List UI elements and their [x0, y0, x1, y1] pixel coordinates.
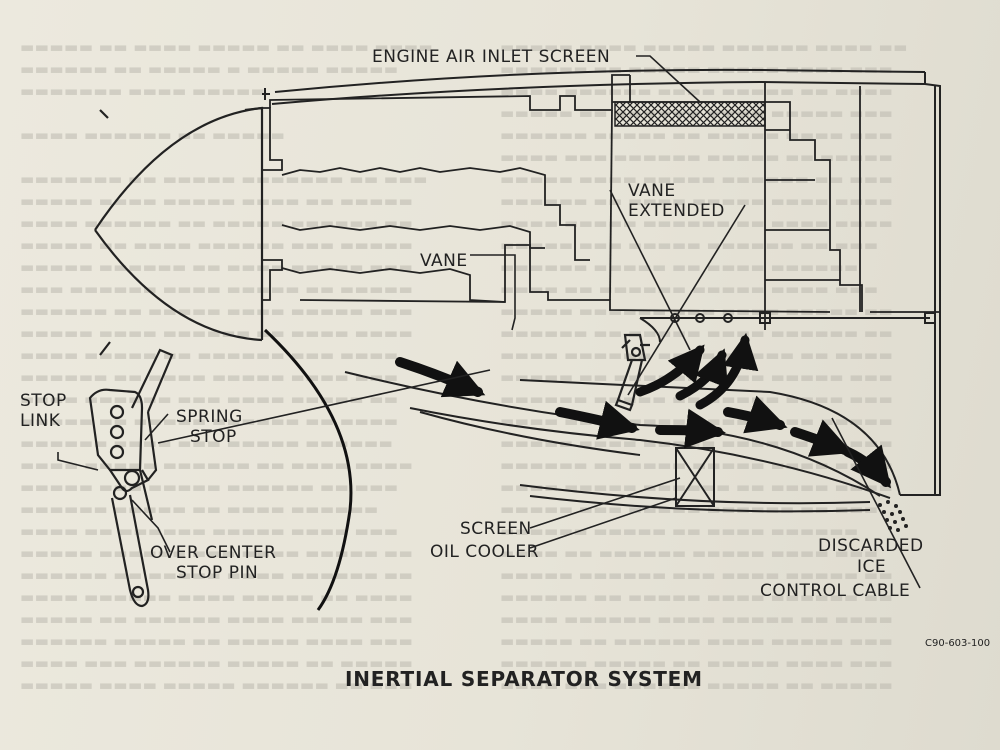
oil-cooler-box — [675, 447, 715, 507]
stop-link-assembly — [88, 348, 174, 608]
label-stop-link-line2: LINK — [20, 411, 61, 431]
figure-title: INERTIAL SEPARATOR SYSTEM — [345, 667, 703, 691]
left-ghost-column: ▬▬▬▬▬ ▬▬ ▬▬▬▬ ▬▬▬▬▬ ▬▬ ▬▬▬▬ ▬▬▬▬ ▬▬▬▬▬▬ … — [20, 38, 434, 694]
label-screen: SCREEN — [460, 519, 532, 539]
label-discarded-ice-line2: ICE — [857, 557, 886, 577]
cutaway-curve — [263, 328, 353, 611]
label-engine-air-inlet-screen: ENGINE AIR INLET SCREEN — [372, 47, 610, 67]
label-stop-link-line1: STOP — [20, 391, 67, 411]
control-cable — [639, 312, 936, 343]
vane-actuator — [614, 333, 650, 412]
leader-lines — [57, 55, 921, 589]
label-discarded-ice-line1: DISCARDED — [818, 536, 924, 556]
label-spring-stop-line1: SPRING — [176, 407, 243, 427]
label-vane: VANE — [420, 251, 468, 271]
label-oil-cooler: OIL COOLER — [430, 542, 539, 562]
rear-housing — [900, 83, 941, 496]
label-vane-extended-line1: VANE — [628, 181, 676, 201]
spinner — [94, 106, 264, 356]
figure-reference: C90-603-100 — [925, 638, 990, 649]
label-over-center-line2: STOP PIN — [176, 563, 258, 583]
label-over-center-line1: OVER CENTER — [150, 543, 276, 563]
label-vane-extended-line2: EXTENDED — [628, 201, 725, 221]
label-spring-stop-line2: STOP — [190, 427, 237, 447]
inlet-screen-mesh — [614, 101, 766, 127]
flow-arrows — [395, 332, 891, 489]
label-control-cable: CONTROL CABLE — [760, 581, 910, 601]
engine-core-body — [261, 74, 940, 330]
